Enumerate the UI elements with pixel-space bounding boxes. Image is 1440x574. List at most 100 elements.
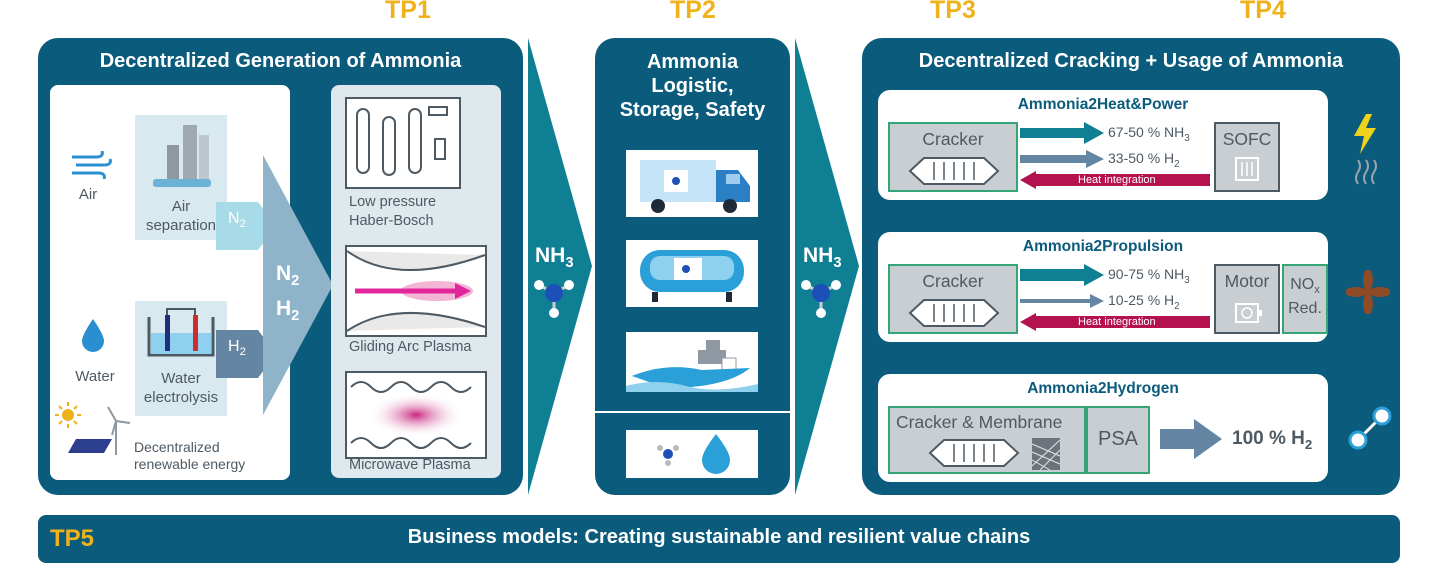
safety-icon: [657, 434, 730, 474]
renewable-line1: Decentralized: [134, 439, 220, 455]
ammonia-molecule-icon: [534, 280, 574, 318]
n2-arrow-label: N2: [228, 210, 246, 231]
wind-icon: [72, 151, 112, 179]
nh3-flow-arrow-2: [795, 38, 859, 495]
logistic-title-line2: Logistic,: [651, 75, 734, 97]
gliding-arc-icon: [346, 250, 486, 332]
renewable-label: Decentralized renewable energy: [134, 439, 245, 473]
electrolysis-line1: Water: [161, 370, 201, 387]
tp2-label: TP2: [670, 0, 716, 24]
cracker-box: Cracker: [888, 122, 1018, 192]
h2-fraction: 10-25 % H2: [1108, 292, 1180, 312]
electrolysis-box: Water electrolysis: [135, 301, 227, 416]
haber-bosch-reactor-icon: [356, 106, 448, 176]
hydrogen-title: Ammonia2Hydrogen: [1027, 380, 1179, 397]
nh3-out-arrow: [1020, 122, 1104, 144]
logistic-title-line3: Storage, Safety: [619, 99, 766, 121]
cracker-label: Cracker: [922, 271, 984, 291]
haber-bosch-label: Low pressure Haber-Bosch: [349, 193, 436, 231]
nox-reduction-box: NOx Red.: [1282, 264, 1328, 334]
motor-icon: [1235, 303, 1262, 323]
nh3-flow-arrow-1: [528, 38, 592, 495]
air-separation-line1: Air: [171, 198, 191, 215]
cracker-device-icon: [908, 157, 1000, 185]
cracker-device-icon: [928, 439, 1020, 467]
propulsion-title: Ammonia2Propulsion: [1022, 238, 1184, 255]
membrane-icon: [1031, 438, 1061, 471]
logistic-panel: Ammonia Logistic, Storage, Safety: [595, 38, 790, 495]
n2-arrow: [216, 202, 276, 250]
sofc-box: SOFC: [1214, 122, 1280, 192]
safety-image: [626, 430, 758, 478]
cracker-device-icon: [908, 299, 1000, 327]
nh3-fraction: 90-75 % NH3: [1108, 266, 1190, 286]
cracker-label: Cracker: [922, 129, 984, 149]
hydrogen-output: 100 % H2: [1232, 428, 1313, 452]
tp5-label: TP5: [50, 525, 95, 552]
reduction-label: Red.: [1288, 300, 1322, 317]
business-text: Business models: Creating sustainable an…: [407, 526, 1031, 548]
storage-tank-icon: [640, 250, 744, 302]
air-label: Air: [78, 186, 98, 203]
inputs-area: Air Air separation Water: [50, 85, 290, 480]
hydrogen-out-arrow: [1160, 419, 1222, 459]
haber-bosch-line1: Low pressure: [349, 194, 437, 210]
air-separation-line2: separation: [145, 217, 217, 234]
propeller-icon: [1346, 270, 1390, 314]
ammonia-molecule-icon: [801, 280, 841, 318]
logistic-title: Ammonia Logistic, Storage, Safety: [595, 50, 790, 122]
air-separation-plant-icon: [153, 125, 211, 187]
sofc-label: SOFC: [1222, 129, 1272, 149]
heat-power-card: Ammonia2Heat&Power Cracker 67-50 % NH3 3…: [878, 90, 1328, 200]
psa-box: PSA: [1086, 406, 1150, 474]
water-drop-icon: [82, 319, 104, 352]
propulsion-card: Ammonia2Propulsion Cracker 90-75 % NH3 1…: [878, 232, 1328, 342]
tp4-label: TP4: [1240, 0, 1286, 24]
h2-fraction: 33-50 % H2: [1108, 150, 1180, 170]
nh3-label-2: NH3: [803, 244, 842, 272]
n2-h2-arrow: [263, 155, 333, 415]
electrolysis-cell-icon: [147, 308, 215, 357]
tp3-label: TP3: [930, 0, 976, 24]
heat-integration-label: Heat integration: [1078, 174, 1156, 186]
nox-label: NOx: [1290, 276, 1320, 297]
microwave-plasma-image: [345, 371, 487, 459]
electrolysis-line2: electrolysis: [143, 389, 219, 406]
gliding-arc-image: [345, 245, 487, 337]
tp1-label: TP1: [385, 0, 431, 24]
psa-label: PSA: [1097, 428, 1139, 450]
fuel-cell-icon: [1235, 157, 1259, 181]
cracker-membrane-box: Cracker & Membrane: [888, 406, 1086, 474]
hydrogen-card: Ammonia2Hydrogen Cracker & Membrane PSA …: [878, 374, 1328, 482]
cracker-box: Cracker: [888, 264, 1018, 334]
heat-integration-arrow: [1020, 171, 1210, 189]
heat-integration-label: Heat integration: [1078, 316, 1156, 328]
truck-icon: [640, 160, 750, 213]
cracking-title: Decentralized Cracking + Usage of Ammoni…: [918, 50, 1344, 72]
nh3-label-1: NH3: [535, 244, 574, 272]
motor-box: Motor: [1214, 264, 1280, 334]
heat-icon: [1355, 159, 1377, 185]
hydrogen-molecule-icon: [1348, 406, 1392, 450]
microwave-plasma-label: Microwave Plasma: [349, 457, 471, 473]
heat-integration-arrow: [1020, 313, 1210, 331]
cracking-panel: Decentralized Cracking + Usage of Ammoni…: [862, 38, 1400, 495]
nh3-fraction: 67-50 % NH3: [1108, 124, 1190, 144]
haber-bosch-image: [345, 97, 461, 189]
haber-bosch-line2: Haber-Bosch: [349, 213, 434, 229]
gliding-arc-label: Gliding Arc Plasma: [349, 339, 472, 355]
water-label: Water: [75, 368, 115, 385]
generation-title: Decentralized Generation of Ammonia: [99, 50, 462, 72]
business-bar: TP5 Business models: Creating sustainabl…: [38, 515, 1400, 563]
h2-out-arrow: [1020, 150, 1104, 168]
n2-h2-label: N2 H2: [276, 262, 300, 325]
logistic-divider: [595, 411, 790, 413]
cracker-membrane-label: Cracker & Membrane: [896, 412, 1063, 432]
ship-icon: [626, 340, 758, 392]
heat-power-title: Ammonia2Heat&Power: [1017, 96, 1189, 113]
logistic-title-line1: Ammonia: [646, 51, 739, 73]
generation-panel: Decentralized Generation of Ammonia Air …: [38, 38, 523, 495]
h2-out-arrow: [1020, 294, 1104, 308]
renewable-line2: renewable energy: [134, 456, 246, 472]
electricity-icon: [1354, 114, 1376, 154]
